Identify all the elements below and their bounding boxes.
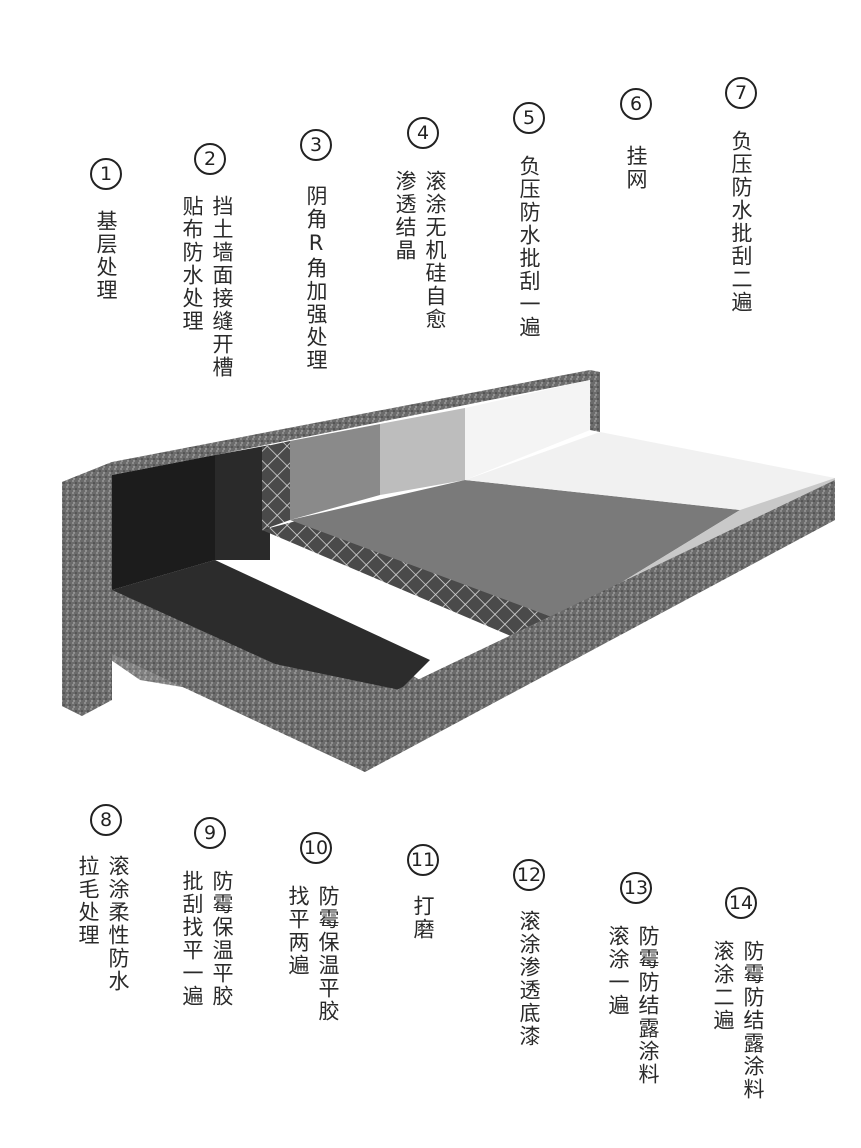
top-step-label: 阴角R角加强处理 [304,185,328,372]
wall-mesh [262,441,290,530]
top-step-label: 贴布防水处理 [180,195,204,333]
top-step-label: 挂网 [624,145,648,191]
bottom-step-label: 拉毛处理 [76,855,100,947]
bottom-step-label: 找平两遍 [286,885,310,977]
top-step-number: 5 [513,102,545,134]
top-step-label: 挡土墙面接缝开槽 [210,195,234,379]
top-step-number: 1 [90,158,122,190]
top-step-label: 渗透结晶 [393,170,417,262]
top-step-number: 6 [620,88,652,120]
floor-gray [290,480,740,620]
bottom-step-label: 防霉防结露涂料 [636,925,660,1086]
top-step-label: 滚涂无机硅自愈 [423,170,447,331]
wall-base-layer [112,455,215,590]
bottom-step-label: 批刮找平一遍 [180,870,204,1008]
bottom-step-number: 11 [407,844,439,876]
bottom-step-label: 打磨 [411,895,435,941]
bottom-step-label: 滚涂二遍 [711,940,735,1032]
wall-white-coat [465,380,590,480]
bottom-step-number: 9 [194,817,226,849]
top-step-number: 7 [725,77,757,109]
bottom-step-number: 12 [513,859,545,891]
top-step-label: 负压防水批刮二遍 [729,130,753,314]
top-step-label: 负压防水批刮一遍 [517,155,541,339]
top-step-number: 3 [300,129,332,161]
bottom-step-label: 防霉防结露涂料 [741,940,765,1101]
wall-top [62,370,590,482]
bottom-step-label: 滚涂柔性防水 [106,855,130,993]
floor-dark-band [112,560,430,690]
bottom-step-label: 滚涂渗透底漆 [517,910,541,1048]
floor-white [465,432,835,510]
bottom-step-number: 10 [300,832,332,864]
top-step-label: 基层处理 [94,210,118,302]
bottom-step-number: 13 [620,872,652,904]
wall-waterproof-layer [215,445,270,560]
bottom-step-label: 防霉保温平胶 [316,885,340,1023]
bottom-step-number: 8 [90,804,122,836]
top-step-number: 4 [407,117,439,149]
slab-underside [82,590,365,772]
floor-mesh-band [262,520,560,640]
bottom-step-label: 防霉保温平胶 [210,870,234,1008]
bottom-step-number: 14 [725,887,757,919]
bottom-step-label: 滚涂一遍 [606,925,630,1017]
wall-light-coat [380,408,465,495]
wall-gray-coat [290,424,380,520]
top-step-number: 2 [194,143,226,175]
right-wall-top [590,370,600,432]
